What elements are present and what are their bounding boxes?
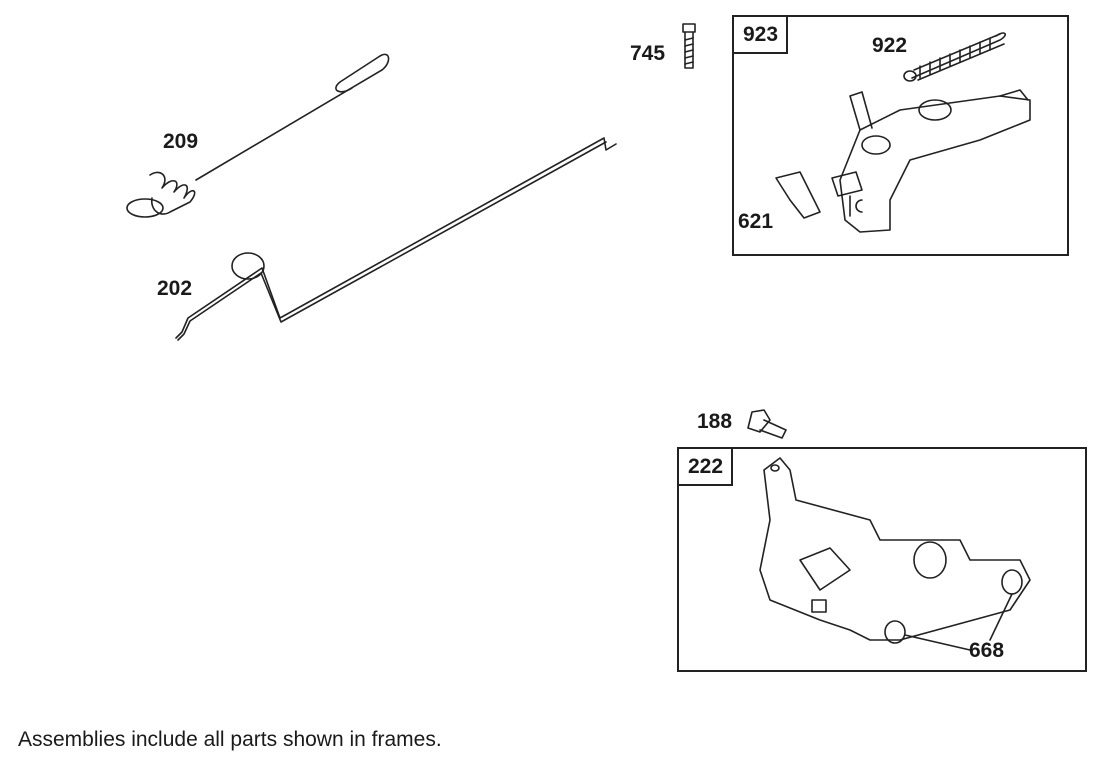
diagram-caption: Assemblies include all parts shown in fr… bbox=[18, 728, 442, 751]
frame-bracket-assembly: 222 bbox=[677, 447, 1087, 672]
control-assembly-drawing bbox=[775, 89, 1031, 233]
assembly-number-222: 222 bbox=[679, 449, 734, 486]
part-label-621: 621 bbox=[738, 210, 774, 233]
part-label-188: 188 bbox=[697, 410, 733, 433]
link-202-drawing bbox=[175, 137, 617, 341]
spring-209-drawing bbox=[126, 53, 390, 218]
bracket-assembly-drawing bbox=[759, 457, 1031, 651]
part-label-209: 209 bbox=[163, 130, 199, 153]
bolt-188-drawing bbox=[747, 409, 787, 439]
part-label-668: 668 bbox=[969, 639, 1005, 662]
frame-control-assembly: 923 bbox=[732, 15, 1069, 256]
part-label-202: 202 bbox=[157, 277, 193, 300]
spring-922-drawing bbox=[903, 32, 1007, 82]
part-label-745: 745 bbox=[630, 42, 666, 65]
assembly-number-923: 923 bbox=[734, 17, 789, 54]
screw-745-drawing bbox=[682, 23, 696, 69]
part-label-922: 922 bbox=[872, 34, 908, 57]
